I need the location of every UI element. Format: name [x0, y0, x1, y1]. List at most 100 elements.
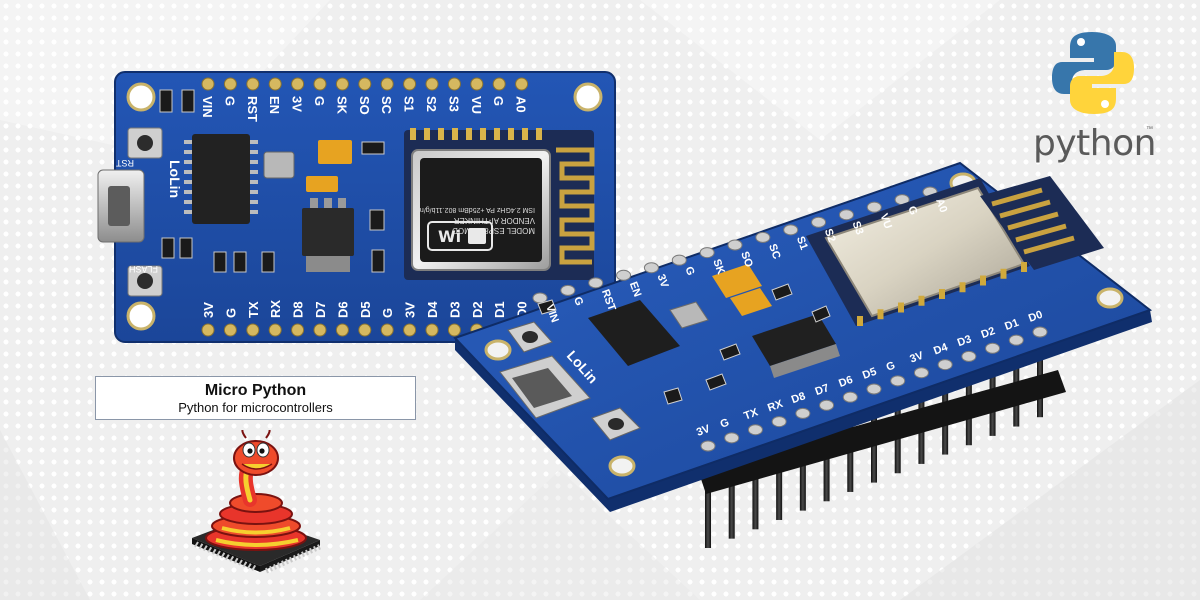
flat-bottom-pin-label: 3V: [403, 302, 418, 318]
header-pin: [728, 457, 735, 539]
flat-bottom-pin-label: D1: [492, 301, 507, 318]
angled-top-pin-label: SO: [738, 250, 755, 269]
angled-bottom-pin: [700, 440, 716, 452]
header-pin: [776, 441, 783, 520]
flat-top-pad: [447, 77, 461, 91]
angled-top-pin-label: A0: [933, 197, 949, 214]
flat-bottom-pad: [358, 323, 372, 337]
angled-bottom-pin: [913, 367, 929, 379]
angled-top-pin-label: S3: [850, 220, 866, 237]
micropython-title: Micro Python: [204, 382, 307, 399]
angled-bottom-pin: [961, 350, 977, 362]
chip-pin: [317, 544, 321, 550]
angled-bottom-pin: [842, 391, 858, 403]
angled-bottom-pin: [937, 359, 953, 371]
angled-top-pin: [671, 254, 687, 266]
python-logo-icon: [1052, 32, 1134, 114]
flat-top-pin-label: G: [222, 96, 237, 106]
angled-top-pin: [838, 209, 854, 221]
flat-top-pad: [403, 77, 417, 91]
chip-pin: [269, 565, 273, 572]
flat-top-pin-label: SO: [357, 96, 372, 115]
angled-top-pin: [727, 239, 743, 251]
flat-bottom-pin-label: D3: [447, 301, 462, 318]
angled-bottom-pin-label: D0: [1027, 309, 1044, 325]
angled-bottom-pin: [747, 424, 763, 436]
angled-top-pin: [643, 262, 659, 274]
flat-top-pad: [246, 77, 260, 91]
angled-top-pin-label: VU: [877, 212, 894, 231]
angled-bottom-pin: [1008, 334, 1024, 346]
angled-bottom-pin-label: 3V: [908, 349, 925, 365]
chip-pin: [242, 561, 248, 568]
angled-top-pin: [755, 231, 771, 243]
flat-top-pin-label: EN: [267, 96, 282, 114]
chip-pin: [285, 558, 289, 565]
flat-top-pad: [470, 77, 484, 91]
flat-top-pad: [358, 77, 372, 91]
chip-pin: [281, 560, 285, 567]
flat-bottom-pin-label: D7: [313, 301, 328, 318]
angled-bottom-pin: [866, 383, 882, 395]
python-trademark: ™: [1146, 126, 1153, 133]
header-pin: [752, 449, 759, 530]
chip-pin: [297, 553, 301, 559]
angled-bottom-pin: [819, 399, 835, 411]
flat-top-pad: [425, 77, 439, 91]
module-castellation: [939, 289, 945, 299]
flat-bottom-pad: [447, 323, 461, 337]
module-castellation: [959, 282, 966, 293]
flat-bottom-pin-label: TX: [246, 301, 261, 318]
angled-top-pin: [699, 247, 715, 259]
flat-top-pin-label: S2: [424, 96, 439, 112]
angled-top-pin-label: 3V: [655, 273, 671, 290]
micropython-mascot-icon: [192, 430, 321, 574]
flat-top-pad: [313, 77, 327, 91]
angled-bottom-pin-label: 3V: [695, 423, 712, 439]
angled-bottom-pin-label: D6: [837, 374, 854, 390]
chip-pin: [305, 549, 309, 556]
flat-top-pad: [268, 77, 282, 91]
chip-pin: [277, 562, 281, 568]
angled-brand-label: LoLin: [564, 347, 601, 386]
angled-top-pin: [866, 201, 882, 213]
flat-top-pad: [291, 77, 305, 91]
angled-bottom-pin-label: G: [719, 416, 731, 430]
chip-pin: [229, 555, 235, 562]
flat-bottom-pad: [425, 323, 439, 337]
header-pin: [823, 425, 830, 502]
flat-top-pad: [492, 77, 506, 91]
flat-top-pad: [201, 77, 215, 91]
wifi-logo-icon: Wi: [427, 221, 493, 251]
angled-top-pin-label: EN: [627, 280, 644, 299]
module-vendor-label: VENDOR AI-THINKER: [453, 216, 535, 225]
module-castellation: [980, 275, 986, 286]
angled-bottom-pin-label: D1: [1003, 317, 1020, 333]
chip-pin: [194, 541, 199, 548]
flat-rst-label: RST: [115, 158, 134, 168]
flat-top-pad: [515, 77, 529, 91]
flat-top-pin-label: G: [491, 96, 506, 106]
flat-bottom-pad: [403, 323, 417, 337]
chip-pin: [313, 546, 317, 552]
angled-bottom-pin-label: G: [885, 359, 897, 373]
angled-bottom-pin: [890, 375, 906, 387]
angled-bottom-pin-label: D2: [979, 325, 996, 341]
angled-bottom-pin: [771, 416, 787, 428]
chip-pin: [238, 559, 243, 566]
angled-bottom-pin-label: D5: [861, 366, 878, 382]
flat-brand-label: LoLin: [167, 160, 183, 198]
angled-bottom-pin-label: RX: [766, 398, 785, 415]
flat-top-pad: [223, 77, 237, 91]
angled-top-pin: [811, 216, 827, 228]
angled-top-pin-label: S1: [794, 235, 810, 252]
flat-bottom-pad: [313, 323, 327, 337]
module-spec-label: ISM 2.4GHz PA +25dBm 802.11b/g/n: [420, 206, 535, 213]
flat-bottom-pad: [380, 323, 394, 337]
python-wordmark: python: [1033, 123, 1156, 164]
chip-pin: [273, 564, 277, 570]
